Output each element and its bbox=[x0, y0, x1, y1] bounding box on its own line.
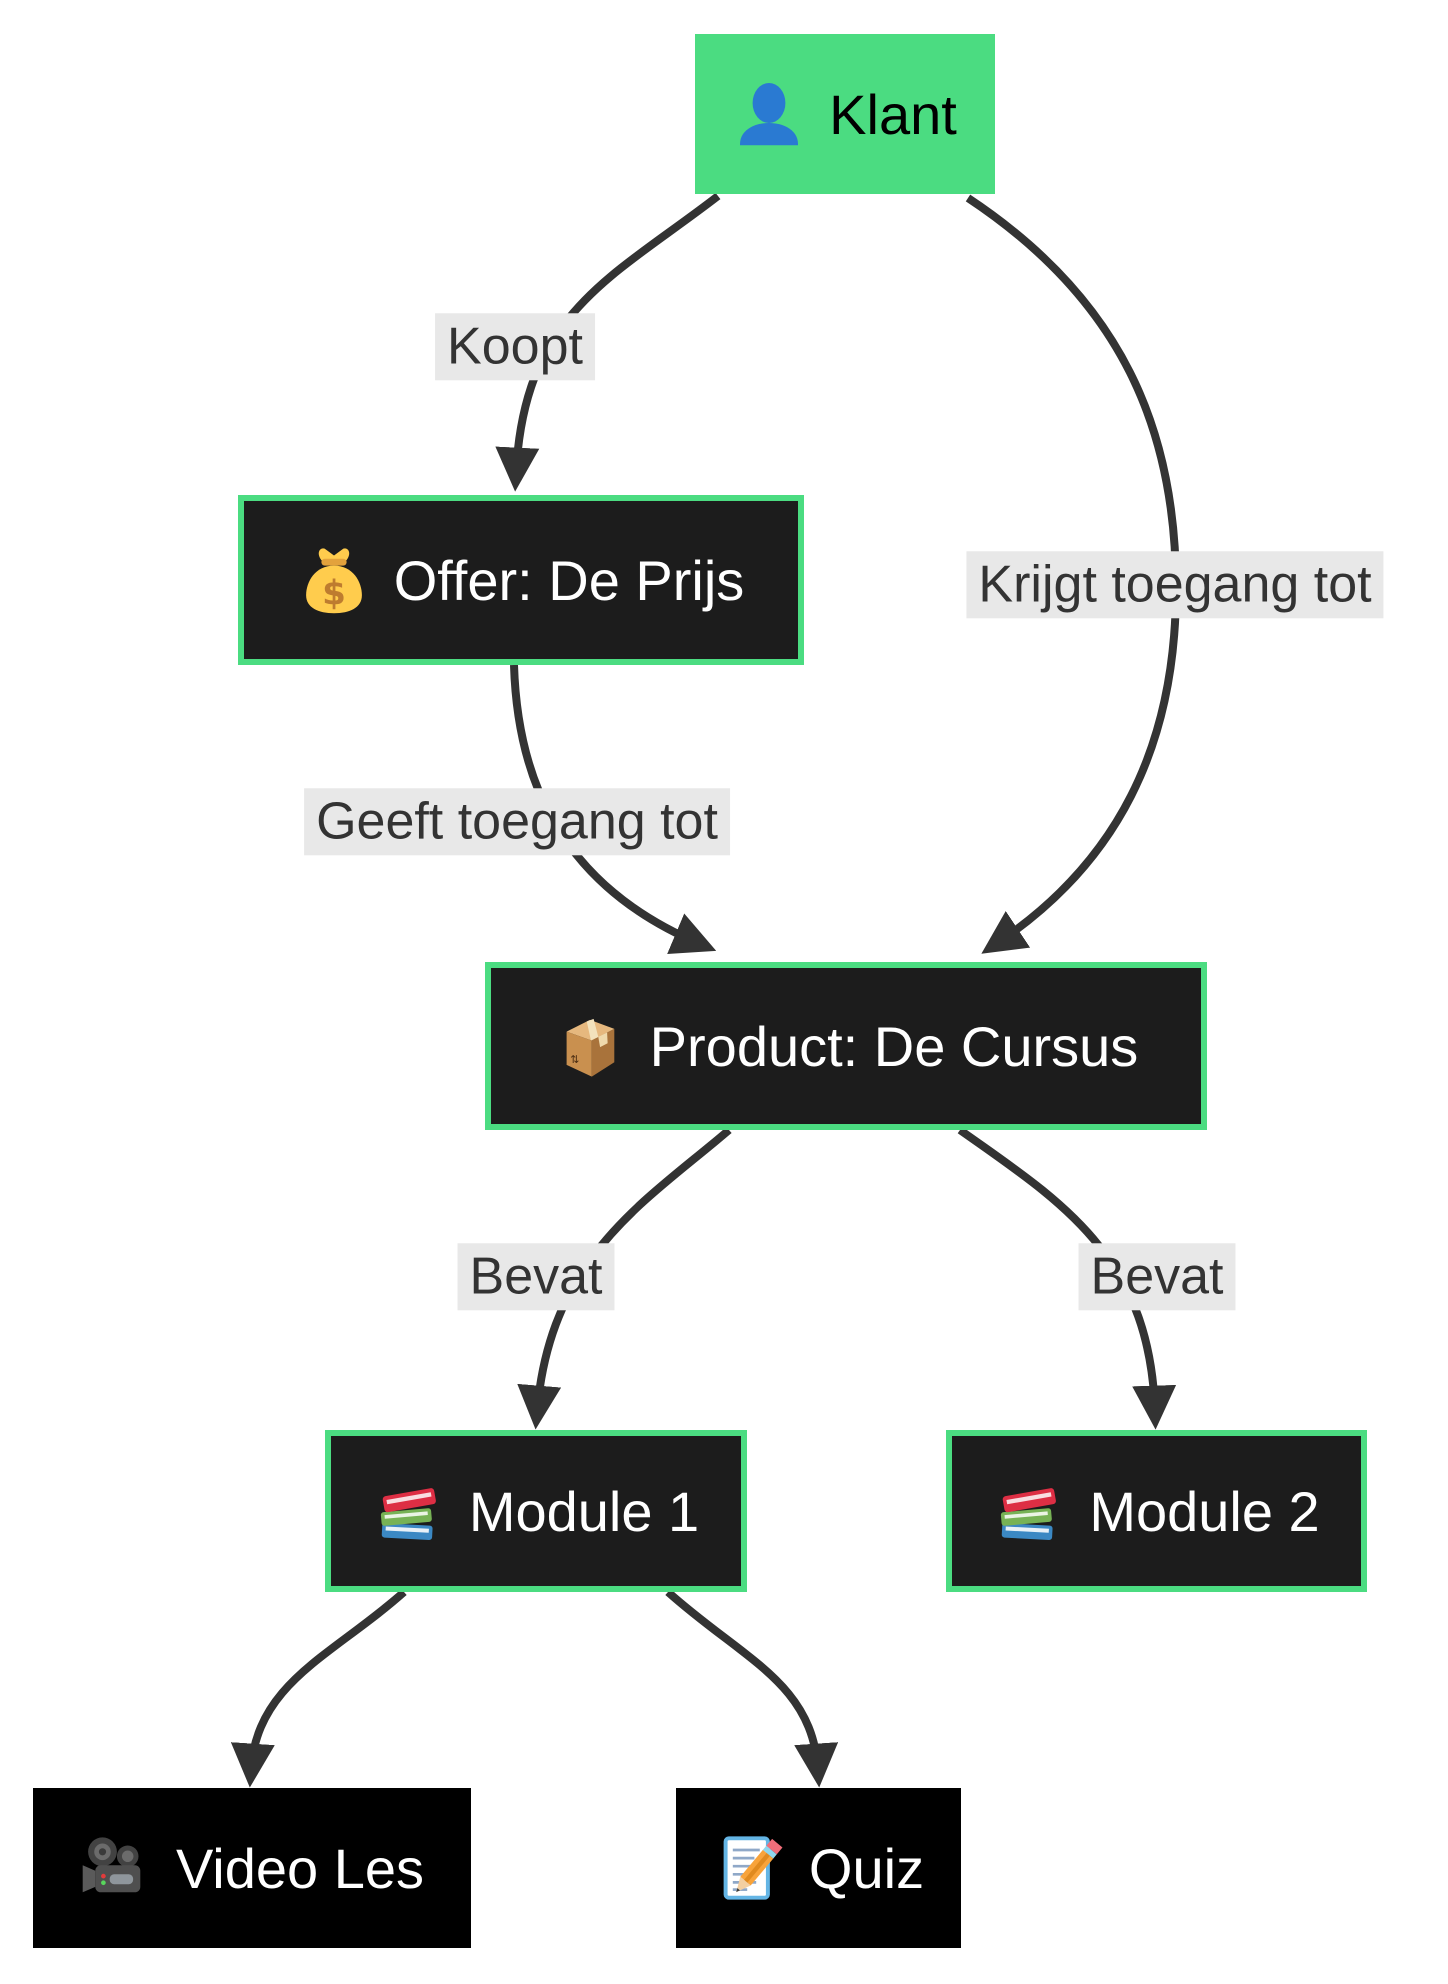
node-videoles: Video Les bbox=[33, 1788, 471, 1948]
money-bag-icon: $ bbox=[298, 544, 370, 616]
node-label: Klant bbox=[829, 82, 957, 146]
video-camera-icon bbox=[80, 1832, 152, 1904]
node-offer: $ Offer: De Prijs bbox=[238, 495, 804, 665]
memo-icon bbox=[713, 1832, 785, 1904]
edge-module1-videoles bbox=[230, 1589, 407, 1788]
node-klant: Klant bbox=[695, 34, 995, 194]
node-product: ⇅ Product: De Cursus bbox=[485, 962, 1207, 1130]
node-label: Offer: De Prijs bbox=[393, 548, 745, 612]
books-icon bbox=[373, 1475, 445, 1547]
books-icon bbox=[993, 1475, 1065, 1547]
edge-label-geeft-toegang-tot: Geeft toegang tot bbox=[304, 788, 730, 856]
node-module1: Module 1 bbox=[325, 1430, 747, 1592]
node-module2: Module 2 bbox=[946, 1430, 1367, 1592]
package-icon: ⇅ bbox=[554, 1010, 626, 1082]
svg-text:$: $ bbox=[322, 573, 346, 613]
node-label: Module 1 bbox=[468, 1479, 700, 1543]
edge-label-bevat-2: Bevat bbox=[1078, 1243, 1236, 1311]
node-label: Quiz bbox=[808, 1836, 925, 1900]
node-label: Product: De Cursus bbox=[649, 1014, 1139, 1078]
edge-label-krijgt-toegang-tot: Krijgt toegang tot bbox=[966, 551, 1384, 619]
edge-label-koopt: Koopt bbox=[435, 313, 595, 381]
node-label: Module 2 bbox=[1089, 1479, 1320, 1543]
node-label: Video Les bbox=[175, 1836, 425, 1900]
edge-product-module1 bbox=[517, 1126, 732, 1430]
edge-label-bevat-1: Bevat bbox=[457, 1243, 615, 1311]
edge-product-module2 bbox=[957, 1126, 1177, 1430]
svg-text:⇅: ⇅ bbox=[570, 1053, 579, 1066]
user-icon bbox=[733, 78, 805, 150]
edge-module1-quiz bbox=[665, 1589, 839, 1788]
node-quiz: Quiz bbox=[676, 1788, 961, 1948]
edge-klant-offer bbox=[495, 192, 721, 492]
